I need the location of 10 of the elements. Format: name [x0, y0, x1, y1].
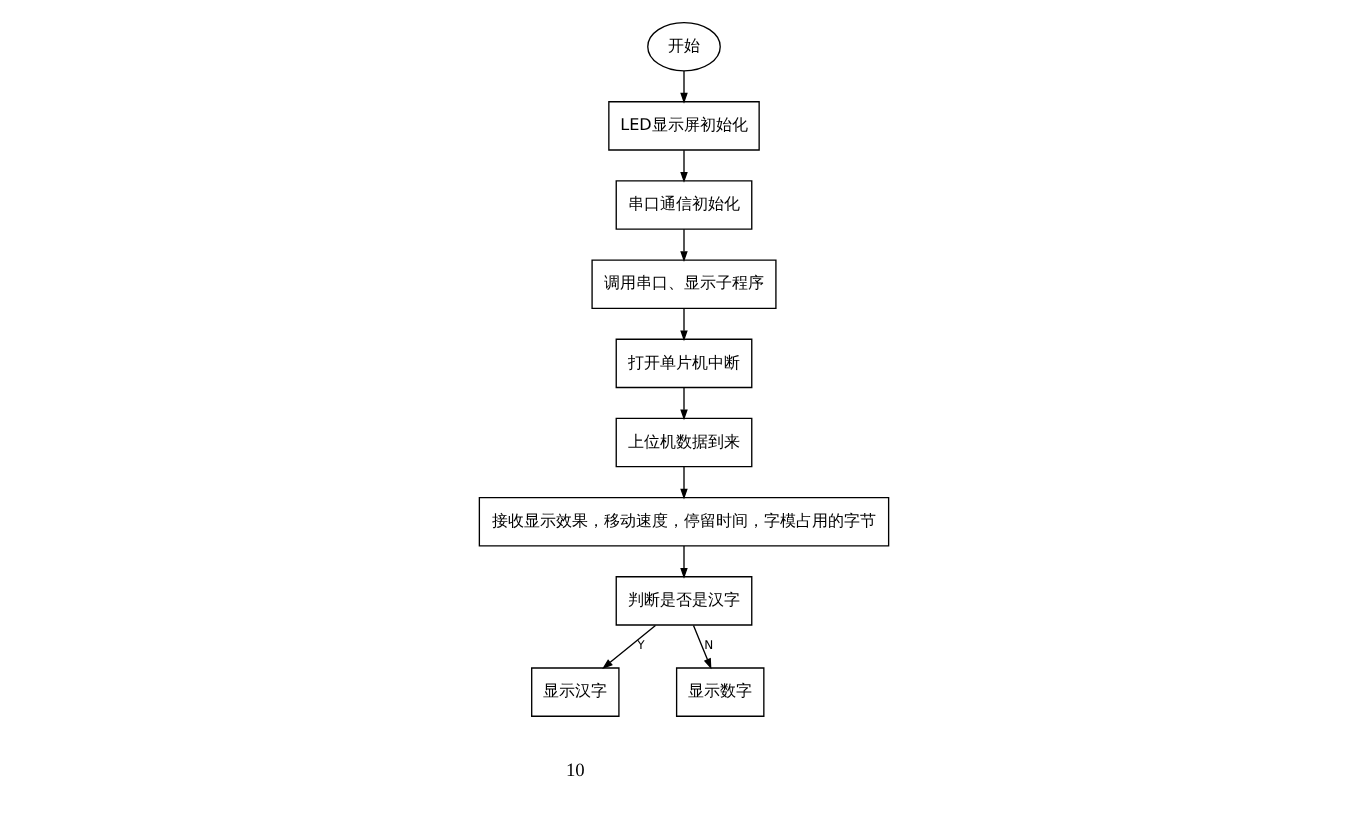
arrow — [679, 307, 687, 342]
label: 10 — [564, 762, 584, 783]
arrow — [691, 624, 711, 670]
arrow — [679, 149, 687, 183]
arrow — [679, 228, 687, 262]
arrow — [679, 70, 687, 104]
arrow — [679, 387, 687, 421]
arrow — [679, 466, 687, 500]
arrow — [601, 624, 656, 669]
arrow — [679, 545, 687, 579]
